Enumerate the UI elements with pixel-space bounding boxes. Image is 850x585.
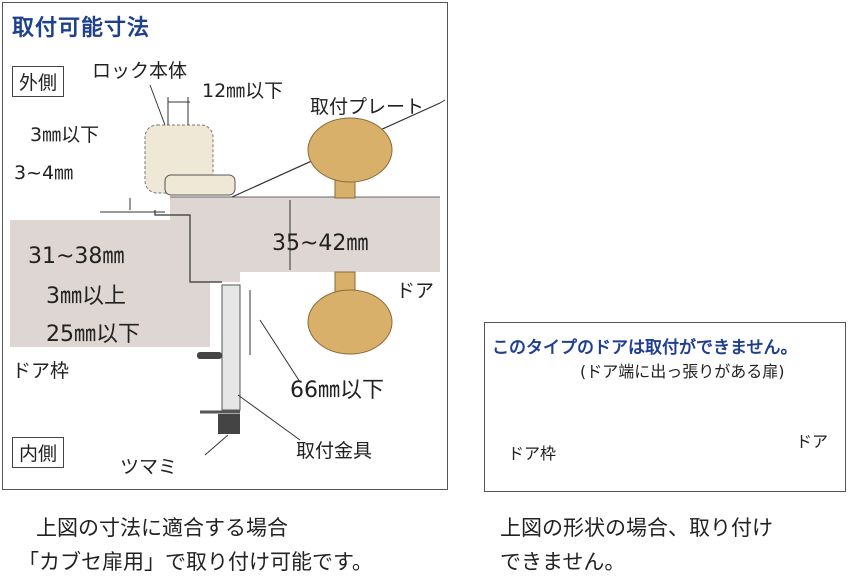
knob-bottom [307, 271, 393, 355]
page-title: 取付可能寸法 [12, 16, 151, 41]
dim-25-label: 25㎜以下 [46, 322, 140, 347]
dim-3-above-label: 3㎜以上 [46, 284, 126, 309]
warning-note: (ドア端に出っ張りがある扉) [580, 362, 785, 381]
dim-12-label: 12㎜以下 [202, 80, 284, 102]
warning-text: このタイプのドアは取付ができません。 [492, 338, 798, 358]
mount-bracket-label: 取付金具 [296, 440, 373, 462]
right-door-label: ドア [796, 432, 829, 451]
dim-66-label: 66㎜以下 [290, 378, 384, 403]
right-caption-line1: 上図の形状の場合、取り付け [500, 516, 773, 540]
mount-plate-label: 取付プレート [310, 96, 425, 118]
dim-3-4-label: 3~4㎜ [14, 162, 74, 184]
dim-31-38-label: 31~38㎜ [28, 244, 125, 269]
right-caption-line2: できません。 [500, 550, 626, 574]
left-caption-line1: 上図の寸法に適合する場合 [36, 516, 288, 540]
door-frame-label: ドア枠 [12, 360, 70, 382]
door-slab [200, 197, 440, 282]
lock-body-label: ロック本体 [92, 60, 188, 82]
inside-label: 内側 [12, 437, 65, 468]
dim-3-below-label: 3㎜以下 [30, 124, 100, 146]
right-door-frame-label: ドア枠 [508, 444, 557, 463]
mount-bracket-shape [221, 284, 241, 411]
outside-label: 外側 [12, 66, 65, 97]
left-caption-line2: 「カブセ扉用」で取り付け可能です。 [18, 550, 373, 574]
right-warning-panel [484, 322, 846, 492]
knob-label: ツマミ [120, 456, 178, 478]
knob-top [307, 117, 393, 199]
door-label: ドア [396, 280, 435, 302]
dim-35-42-label: 35~42㎜ [272, 231, 369, 256]
